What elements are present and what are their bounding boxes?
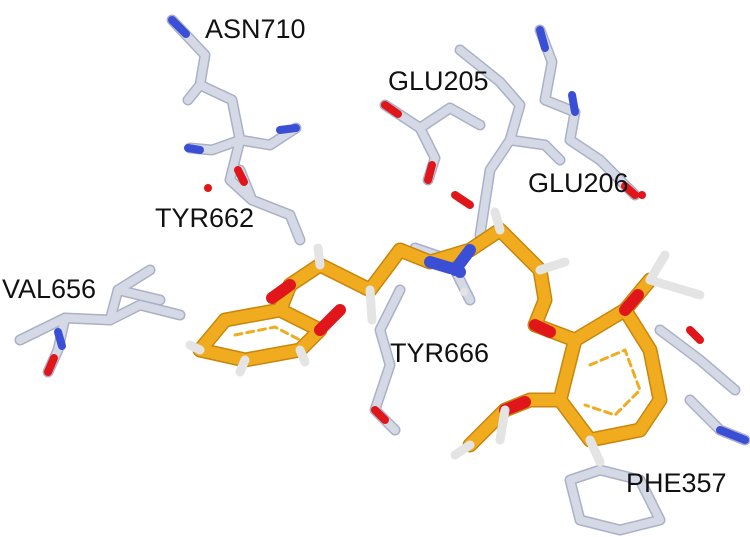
label-glu206: GLU206 bbox=[528, 168, 629, 198]
label-val656: VAL656 bbox=[2, 274, 97, 304]
atom-markers bbox=[204, 184, 646, 296]
label-phe357: PHE357 bbox=[626, 468, 727, 498]
label-tyr662: TYR662 bbox=[155, 203, 255, 233]
label-tyr666: TYR666 bbox=[390, 338, 490, 368]
label-glu205: GLU205 bbox=[388, 66, 489, 96]
hydrogen-stubs bbox=[185, 207, 705, 467]
protein-sticks bbox=[14, 14, 750, 536]
label-asn710: ASN710 bbox=[205, 14, 306, 44]
